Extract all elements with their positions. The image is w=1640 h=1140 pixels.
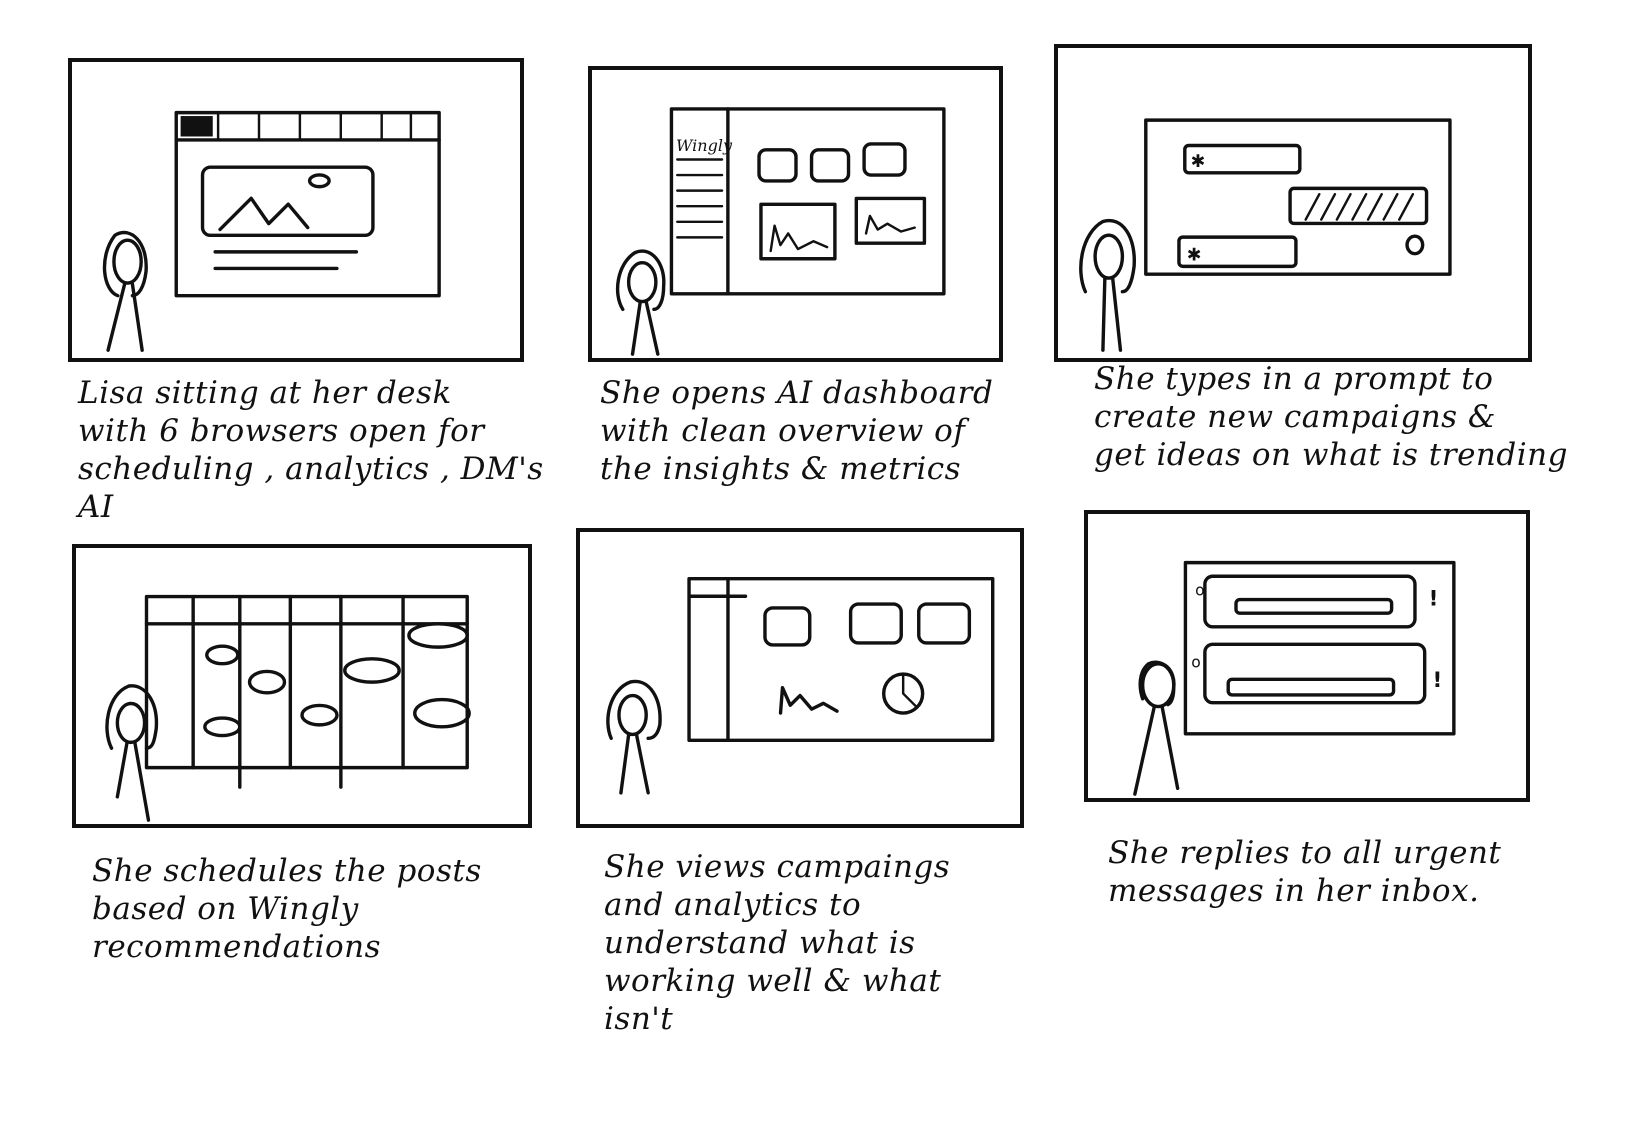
inbox-window: [1183, 560, 1456, 736]
panel-1-sketch: [102, 110, 441, 352]
message-card: [1203, 574, 1417, 629]
lisa-figure-icon: [606, 679, 662, 795]
caption-line: She replies to all urgent: [1108, 835, 1502, 871]
scheduled-post: [300, 703, 339, 727]
panel-3-frame: ✱ ✱: [1054, 44, 1532, 362]
metric-card: [862, 142, 907, 177]
panel-4-caption: She schedules the posts based on Wingly …: [92, 852, 482, 966]
prompt-bubble: [1177, 235, 1298, 269]
caption-line: She opens AI dashboard: [600, 375, 994, 411]
caption-line: scheduling , analytics , DM's: [78, 451, 544, 487]
message-card: [1203, 642, 1427, 705]
panel-4-frame: [72, 544, 532, 828]
scheduled-post: [413, 697, 471, 729]
wingly-logo: Wingly: [676, 136, 732, 155]
caption-line: understand what is: [604, 925, 916, 961]
caption-line: She schedules the posts: [92, 853, 482, 889]
send-icon: [1405, 234, 1425, 256]
image-placeholder: [200, 165, 375, 238]
caption-line: isn't: [604, 1001, 674, 1037]
panel-6-caption: She replies to all urgent messages in he…: [1108, 834, 1501, 910]
panel-3-caption: She types in a prompt to create new camp…: [1094, 360, 1568, 474]
panel-5-sketch: [606, 577, 995, 795]
line-chart-icon: [769, 224, 829, 253]
lisa-figure-icon: [615, 249, 666, 356]
panel-5-caption: She views campaings and analytics to und…: [604, 848, 950, 1038]
caption-line: with clean overview of: [600, 413, 966, 449]
lisa-figure-icon: [1133, 660, 1180, 796]
caption-line: working well & what: [604, 963, 942, 999]
panel-5-frame: [576, 528, 1024, 828]
chart-card: [759, 202, 837, 261]
caption-line: She types in a prompt to: [1094, 361, 1494, 397]
chat-window: [1144, 118, 1452, 276]
lisa-figure-icon: [105, 684, 159, 822]
active-tab-scribble: [180, 116, 213, 137]
chart-card: [854, 196, 927, 245]
caption-line: She views campaings: [604, 849, 951, 885]
metric-card: [763, 606, 812, 647]
analytics-window: [687, 577, 995, 742]
caption-line: based on Wingly: [92, 891, 359, 927]
panel-1-frame: [68, 58, 524, 362]
caption-line: the insights & metrics: [600, 451, 962, 487]
metric-card: [809, 148, 851, 183]
prompt-bubble: [1183, 143, 1302, 175]
response-bubble: [1288, 186, 1429, 226]
svg-text:o: o: [1191, 654, 1201, 672]
caption-line: and analytics to: [604, 887, 862, 923]
svg-text:!: !: [1432, 668, 1442, 693]
panel-4-sketch: [105, 594, 471, 822]
svg-text:o: o: [1195, 582, 1205, 600]
svg-text:✱: ✱: [1187, 246, 1202, 266]
caption-line: with 6 browsers open for: [78, 413, 485, 449]
panel-1-caption: Lisa sitting at her desk with 6 browsers…: [78, 374, 544, 526]
metric-card: [757, 148, 798, 183]
caption-line: AI: [78, 489, 114, 525]
line-chart-icon: [778, 686, 839, 715]
scheduled-post: [203, 716, 242, 738]
panel-2-sketch: [615, 107, 946, 356]
lisa-figure-icon: [1079, 218, 1136, 352]
lisa-figure-icon: [102, 230, 148, 352]
dashboard-window: [669, 107, 946, 296]
metric-card: [848, 602, 903, 645]
scheduled-post: [205, 644, 240, 666]
caption-line: Lisa sitting at her desk: [78, 375, 452, 411]
svg-text:✱: ✱: [1191, 152, 1206, 172]
panel-6-frame: o ! o !: [1084, 510, 1530, 802]
caption-line: recommendations: [92, 929, 382, 965]
browser-window: [174, 110, 441, 298]
calendar-window: [144, 594, 469, 770]
caption-line: get ideas on what is trending: [1094, 437, 1568, 473]
caption-line: messages in her inbox.: [1108, 873, 1480, 909]
panel-2-caption: She opens AI dashboard with clean overvi…: [600, 374, 993, 488]
scheduled-post: [247, 669, 287, 695]
caption-line: create new campaigns &: [1094, 399, 1497, 435]
line-chart-icon: [864, 214, 916, 235]
sun-icon: [307, 173, 331, 189]
svg-text:!: !: [1429, 586, 1439, 611]
panel-2-frame: Wingly: [588, 66, 1003, 362]
metric-card: [917, 602, 972, 645]
mountain-icon: [218, 196, 310, 232]
panel-6-sketch: o ! o !: [1133, 560, 1456, 796]
scheduled-post: [343, 657, 401, 684]
scheduled-post: [407, 622, 469, 649]
panel-3-sketch: ✱ ✱: [1079, 118, 1452, 352]
